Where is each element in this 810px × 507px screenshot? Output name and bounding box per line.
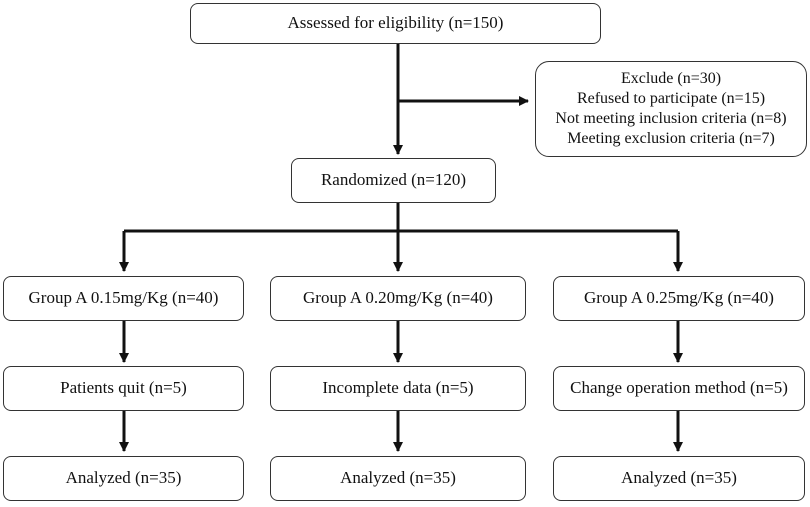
randomized-label: Randomized (n=120)	[320, 170, 467, 190]
analyzed-label: Analyzed (n=35)	[65, 468, 182, 488]
dropout-box-3: Change operation method (n=5)	[553, 366, 805, 411]
group-label: Group A 0.15mg/Kg (n=40)	[28, 288, 219, 308]
analyzed-box-1: Analyzed (n=35)	[3, 456, 244, 501]
assessed-box: Assessed for eligibility (n=150)	[190, 3, 601, 44]
exclude-reason-exclusion: Meeting exclusion criteria (n=7)	[567, 130, 775, 147]
randomized-box: Randomized (n=120)	[291, 158, 496, 203]
group-label: Group A 0.25mg/Kg (n=40)	[584, 288, 774, 308]
analyzed-box-2: Analyzed (n=35)	[270, 456, 526, 501]
dropout-box-1: Patients quit (n=5)	[3, 366, 244, 411]
assessed-label: Assessed for eligibility (n=150)	[287, 13, 504, 33]
exclude-reason-inclusion: Not meeting inclusion criteria (n=8)	[555, 110, 787, 127]
exclude-title: Exclude (n=30)	[620, 70, 722, 87]
analyzed-label: Analyzed (n=35)	[340, 468, 456, 488]
analyzed-box-3: Analyzed (n=35)	[553, 456, 805, 501]
group-box-3: Group A 0.25mg/Kg (n=40)	[553, 276, 805, 321]
dropout-box-2: Incomplete data (n=5)	[270, 366, 526, 411]
analyzed-label: Analyzed (n=35)	[621, 468, 737, 488]
group-label: Group A 0.20mg/Kg (n=40)	[303, 288, 493, 308]
exclude-reason-refused: Refused to participate (n=15)	[576, 90, 766, 107]
dropout-label: Patients quit (n=5)	[60, 378, 187, 398]
group-box-1: Group A 0.15mg/Kg (n=40)	[3, 276, 244, 321]
exclude-box: Exclude (n=30) Refused to participate (n…	[535, 61, 807, 157]
group-box-2: Group A 0.20mg/Kg (n=40)	[270, 276, 526, 321]
dropout-label: Incomplete data (n=5)	[322, 378, 474, 398]
dropout-label: Change operation method (n=5)	[570, 378, 788, 398]
